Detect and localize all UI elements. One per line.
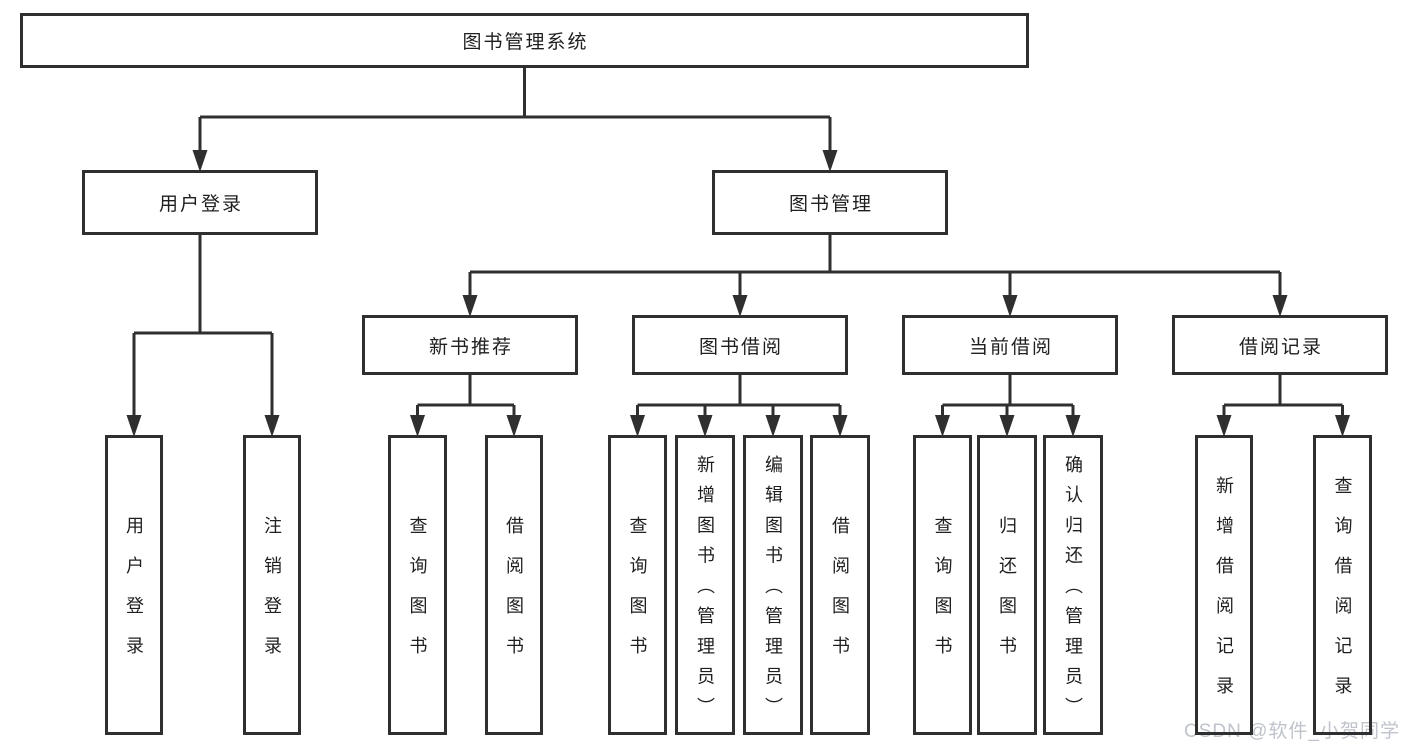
- arrowhead-icon: [192, 150, 208, 172]
- node-label-leaf-rec-borrow: 借阅图书: [504, 516, 524, 676]
- node-leaf-cb-query: 查询图书: [913, 435, 972, 735]
- node-user-login: 用户登录: [82, 170, 318, 235]
- node-leaf-user-login: 用户登录: [105, 435, 163, 735]
- edge-path: [636, 375, 842, 419]
- arrowhead-icon: [410, 415, 425, 437]
- node-borrow-records: 借阅记录: [1172, 315, 1388, 375]
- arrowhead-icon: [462, 295, 478, 317]
- edge-root: [192, 68, 838, 172]
- edge-path: [468, 235, 1282, 299]
- arrowhead-icon: [264, 415, 280, 437]
- edge-current-borrow: [935, 375, 1081, 437]
- node-label-leaf-bb-query: 查询图书: [627, 516, 648, 676]
- node-leaf-br-add: 新增借阅记录: [1195, 435, 1253, 735]
- node-label-leaf-bb-borrow: 借阅图书: [830, 516, 850, 676]
- edge-path: [132, 235, 274, 419]
- node-label-leaf-cb-return: 归还图书: [997, 516, 1017, 676]
- edge-book-borrow: [630, 375, 848, 437]
- node-label-leaf-bb-edit: 编辑图书（管理员）: [763, 455, 783, 728]
- edge-path: [198, 68, 832, 154]
- edge-path: [416, 375, 516, 419]
- node-leaf-bb-query: 查询图书: [608, 435, 667, 735]
- edge-path: [1222, 375, 1344, 419]
- edge-path: [941, 375, 1075, 419]
- node-label-book-mgmt: 图书管理: [788, 194, 873, 215]
- node-label-current-borrow: 当前借阅: [968, 336, 1053, 358]
- arrowhead-icon: [630, 415, 645, 437]
- arrowhead-icon: [506, 415, 522, 437]
- arrowhead-icon: [1272, 295, 1288, 317]
- node-leaf-logout: 注销登录: [243, 435, 301, 735]
- arrowhead-icon: [126, 415, 142, 437]
- arrowhead-icon: [697, 415, 713, 437]
- node-leaf-rec-borrow: 借阅图书: [485, 435, 543, 735]
- node-label-leaf-logout: 注销登录: [262, 516, 282, 676]
- node-label-leaf-rec-query: 查询图书: [407, 516, 428, 676]
- node-root: 图书管理系统: [20, 13, 1029, 68]
- node-label-leaf-br-add: 新增借阅记录: [1214, 476, 1234, 716]
- node-label-leaf-br-query: 查询借阅记录: [1332, 476, 1353, 716]
- arrowhead-icon: [1216, 415, 1232, 437]
- node-leaf-cb-confirm: 确认归还（管理员）: [1043, 435, 1103, 735]
- node-label-borrow-records: 借阅记录: [1238, 336, 1323, 358]
- node-label-leaf-cb-confirm: 确认归还（管理员）: [1063, 455, 1083, 728]
- arrowhead-icon: [1065, 415, 1081, 437]
- node-leaf-bb-edit: 编辑图书（管理员）: [743, 435, 803, 735]
- arrowhead-icon: [822, 150, 838, 172]
- arrowhead-icon: [935, 415, 950, 437]
- edge-user-login: [126, 235, 280, 437]
- node-label-new-book-rec: 新书推荐: [428, 336, 513, 358]
- node-label-root: 图书管理系统: [462, 32, 589, 53]
- arrowhead-icon: [765, 415, 781, 437]
- node-current-borrow: 当前借阅: [902, 315, 1118, 375]
- arrowhead-icon: [999, 415, 1015, 437]
- node-label-book-borrow: 图书借阅: [698, 336, 783, 358]
- arrowhead-icon: [1335, 415, 1350, 437]
- node-leaf-cb-return: 归还图书: [977, 435, 1037, 735]
- node-leaf-bb-borrow: 借阅图书: [810, 435, 870, 735]
- node-label-leaf-bb-add: 新增图书（管理员）: [695, 455, 715, 728]
- edge-borrow-records: [1216, 375, 1350, 437]
- node-leaf-rec-query: 查询图书: [388, 435, 447, 735]
- arrowhead-icon: [1002, 295, 1018, 317]
- arrowhead-icon: [732, 295, 748, 317]
- node-label-leaf-cb-query: 查询图书: [932, 516, 953, 676]
- arrowhead-icon: [832, 415, 848, 437]
- node-book-borrow: 图书借阅: [632, 315, 848, 375]
- node-new-book-rec: 新书推荐: [362, 315, 578, 375]
- node-leaf-br-query: 查询借阅记录: [1313, 435, 1372, 735]
- node-label-leaf-user-login: 用户登录: [124, 516, 144, 676]
- edge-new-book-rec: [410, 375, 522, 437]
- node-label-user-login: 用户登录: [158, 194, 243, 215]
- edge-book-mgmt: [462, 235, 1288, 317]
- node-leaf-bb-add: 新增图书（管理员）: [675, 435, 735, 735]
- node-book-mgmt: 图书管理: [712, 170, 948, 235]
- watermark-text: CSDN @软件_小贺同学: [1184, 721, 1400, 742]
